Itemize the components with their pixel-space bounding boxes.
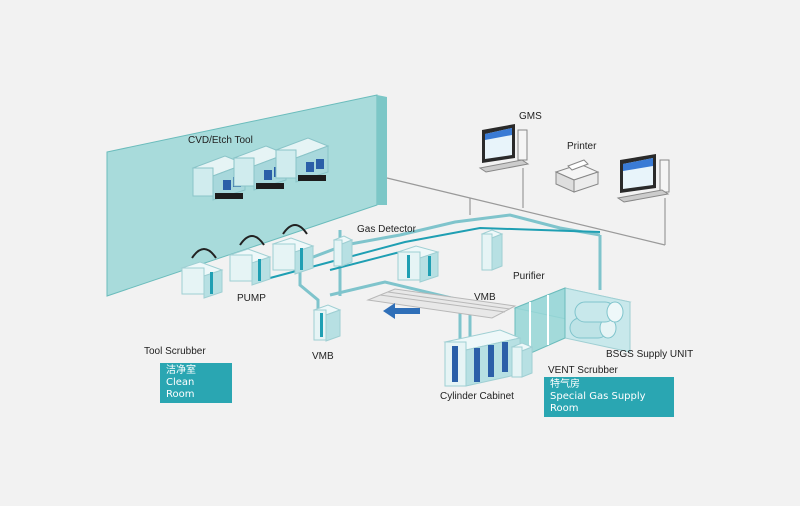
label-vmb-center: VMB (474, 292, 496, 303)
clean-room-wall-edge (377, 95, 387, 205)
special-gas-room-badge: 特气房 Special Gas Supply Room (544, 377, 674, 417)
special-gas-room-badge-zh: 特气房 (550, 379, 580, 390)
label-cylinder-cabinet: Cylinder Cabinet (440, 391, 514, 402)
grated-walkway (366, 288, 517, 319)
label-gms: GMS (519, 111, 542, 122)
monitor-computer-icon (616, 154, 670, 203)
label-vent-scrubber: VENT Scrubber (548, 365, 618, 376)
vmb-center (396, 245, 440, 283)
label-pump: PUMP (237, 293, 266, 304)
special-gas-room-badge-en: Special Gas Supply Room (550, 391, 646, 414)
bsgs-cylinders (569, 301, 624, 339)
cvd-etch-tool-3 (274, 137, 330, 183)
label-printer: Printer (567, 141, 597, 152)
label-purifier: Purifier (513, 271, 545, 282)
label-gas-detector: Gas Detector (357, 224, 416, 235)
flow-arrow-icon (383, 303, 420, 319)
purifier-cabinet (480, 229, 504, 271)
pump-unit-3 (271, 224, 315, 275)
label-tool-scrubber: Tool Scrubber (144, 346, 206, 357)
cylinder-cabinets (443, 329, 522, 387)
label-bsgs-supply-unit: BSGS Supply UNIT (606, 349, 694, 360)
network-lines (386, 168, 666, 246)
pump-unit-2 (228, 235, 272, 286)
printer-icon (554, 159, 600, 193)
clean-room-badge-en: Clean Room (166, 377, 195, 400)
label-cvd-etch-tool: CVD/Etch Tool (188, 135, 253, 146)
clean-room-badge: 洁净室 Clean Room (160, 363, 232, 403)
clean-room-badge-zh: 洁净室 (166, 365, 196, 376)
gas-detector-cabinet (332, 235, 354, 267)
cvd-etch-tool-2 (232, 145, 288, 191)
vent-scrubber (510, 342, 534, 378)
gms-computer-icon (478, 124, 530, 173)
label-vmb-lower: VMB (312, 351, 334, 362)
vmb-lower (312, 304, 342, 342)
pump-unit-1 (180, 248, 224, 299)
